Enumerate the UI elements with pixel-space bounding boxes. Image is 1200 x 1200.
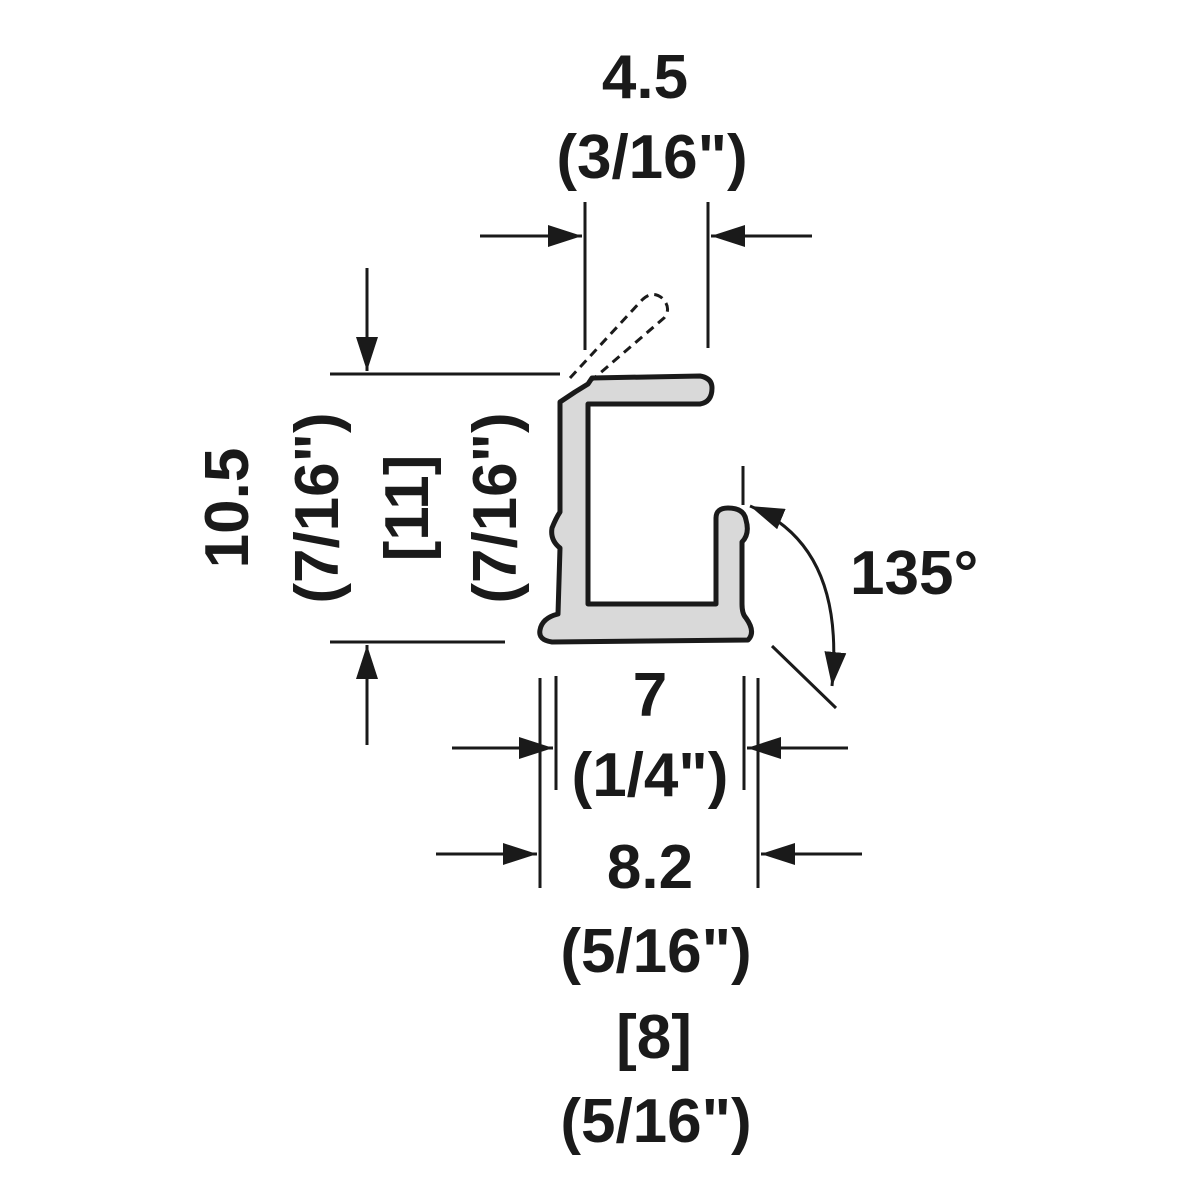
outer-width-alt-imperial: (5/16") (560, 1087, 751, 1156)
angle-arc (749, 504, 847, 687)
mid-height-imperial: (7/16") (461, 412, 530, 603)
left-height-imperial: (7/16") (283, 412, 352, 603)
outer-width-imperial: (5/16") (560, 917, 751, 986)
outer-width-value: 8.2 (607, 833, 693, 902)
profile-shape (537, 373, 754, 645)
flexed-lip-dashed (568, 293, 669, 382)
inner-width-value: 7 (633, 661, 667, 730)
inner-width-imperial: (1/4") (572, 741, 729, 810)
top-width-value: 4.5 (602, 43, 688, 112)
mid-height-value: [11] (373, 455, 442, 562)
top-width-imperial: (3/16") (556, 123, 747, 192)
outer-width-alt-value: [8] (616, 1003, 692, 1072)
angle-value: 135° (850, 539, 978, 608)
left-height-value: 10.5 (193, 448, 262, 569)
angle-extension-diagonal (770, 644, 838, 710)
